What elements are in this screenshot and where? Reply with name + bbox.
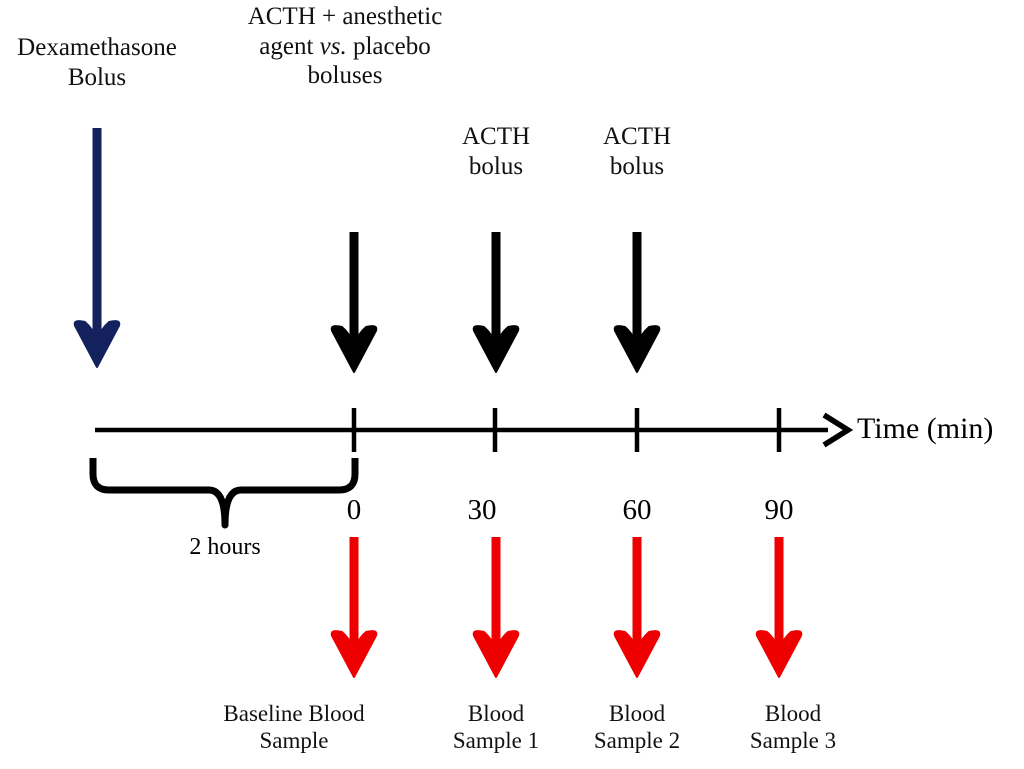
blood-sample-arrow-baseline-head [330, 630, 378, 678]
acth-anesthetic-arrow [330, 232, 378, 373]
acth-bolus-arrow-30 [472, 232, 520, 373]
brace-label-2-hours: 2 hours [189, 534, 261, 560]
tick-label-60: 60 [622, 494, 652, 526]
blood-sample-arrow-2-shaft [632, 537, 642, 667]
label-baseline-blood-sample: Baseline Blood Sample [223, 701, 365, 754]
dexamethasone-arrow [73, 128, 121, 368]
blood-sample-arrow-1-shaft [491, 537, 501, 667]
tick-label-30: 30 [467, 494, 497, 526]
blood-sample-arrow-3-shaft [774, 537, 784, 667]
acth-anesthetic-arrow-head [330, 325, 378, 373]
acth-anesthetic-arrow-shaft [349, 232, 359, 362]
label-blood-sample-1: Blood Sample 1 [452, 701, 540, 754]
axis-title-time: Time (min) [857, 412, 994, 445]
blood-sample-arrow-3 [755, 537, 803, 678]
label-blood-sample-2: Blood Sample 2 [593, 701, 681, 754]
blood-sample-arrow-1-head [472, 630, 520, 678]
acth-bolus-arrow-60-shaft [632, 232, 642, 362]
tick-label-90: 90 [764, 494, 794, 526]
acth-bolus-arrow-30-head [472, 325, 520, 373]
acth-bolus-arrow-60 [613, 232, 661, 373]
label-acth-bolus-30: ACTH bolus [461, 123, 531, 180]
duration-brace [89, 458, 359, 529]
blood-sample-arrow-1 [472, 537, 520, 678]
label-vs-italic: vs. [319, 32, 347, 60]
blood-sample-arrow-2 [613, 537, 661, 678]
blood-sample-arrow-2-head [613, 630, 661, 678]
tick-label-0: 0 [346, 494, 362, 526]
dexamethasone-arrow-head [73, 320, 121, 368]
label-acth-bolus-60: ACTH bolus [602, 123, 672, 180]
blood-sample-arrow-baseline-shaft [349, 537, 359, 667]
acth-bolus-arrow-60-head [613, 325, 661, 373]
timeline-axis-arrowhead [822, 412, 854, 448]
blood-sample-arrow-3-head [755, 630, 803, 678]
label-blood-sample-3: Blood Sample 3 [749, 701, 837, 754]
label-acth-anesthetic-placebo: ACTH + anesthetic agent vs. placebo bolu… [247, 3, 443, 89]
blood-sample-arrow-baseline [330, 537, 378, 678]
acth-bolus-arrow-30-shaft [491, 232, 501, 362]
label-dexamethasone-bolus: Dexamethasone Bolus [17, 34, 177, 91]
dexamethasone-arrow-shaft [92, 128, 102, 357]
